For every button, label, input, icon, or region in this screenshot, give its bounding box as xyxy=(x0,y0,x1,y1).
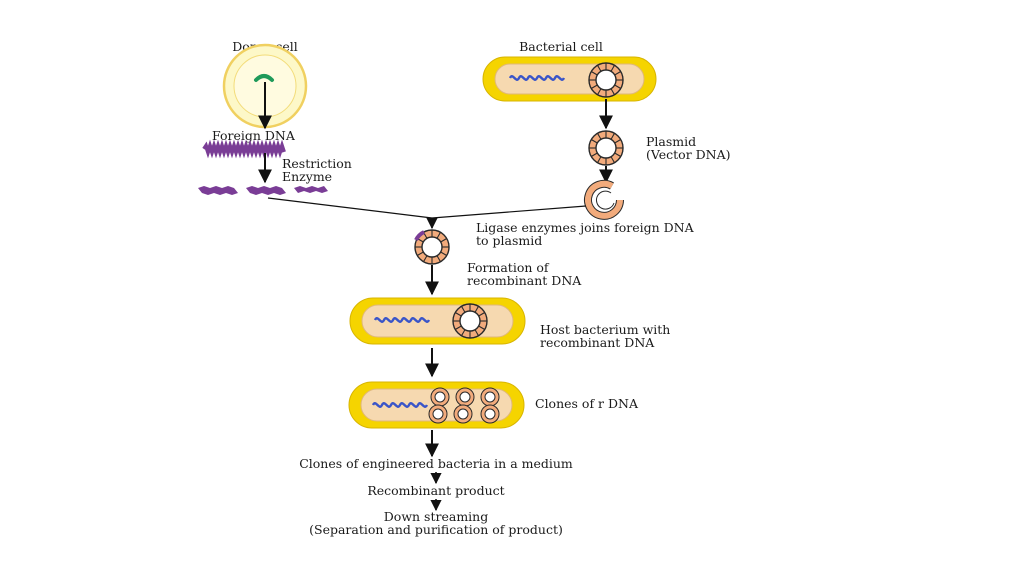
cut-plasmid-icon xyxy=(584,179,624,220)
downstream-label-line2: (Separation and purification of product) xyxy=(309,522,563,537)
downstream-label-line1: Down streaming xyxy=(384,509,488,524)
recombinant-product-label: Recombinant product xyxy=(367,483,504,498)
dna-fragment-2 xyxy=(246,186,286,195)
foreign-dna-strand xyxy=(202,139,286,159)
line-fragments-to-ligase xyxy=(267,197,433,219)
recombinant-plasmid-icon xyxy=(414,229,450,265)
clones-medium-label: Clones of engineered bacteria in a mediu… xyxy=(299,456,573,471)
dna-fragments xyxy=(198,186,328,195)
donor-gene-icon xyxy=(254,74,274,82)
plasmid-label-line2: (Vector DNA) xyxy=(646,147,731,162)
line-plasmid-to-ligase xyxy=(431,205,587,219)
restriction-label-line2: Enzyme xyxy=(282,169,332,184)
dna-fragment-3 xyxy=(294,186,328,193)
bacterial-cell-label: Bacterial cell xyxy=(519,39,603,54)
bacterial-cell xyxy=(482,56,657,102)
host-label-line1: Host bacterium with xyxy=(540,322,670,337)
formation-label-line2: recombinant DNA xyxy=(467,273,582,288)
host-bacterium xyxy=(349,297,526,345)
formation-label-line1: Formation of xyxy=(467,260,550,275)
ligase-label-line1: Ligase enzymes joins foreign DNA xyxy=(476,220,695,235)
clones-bacterium xyxy=(348,381,525,429)
dna-fragment-1 xyxy=(198,186,238,195)
restriction-label-line1: Restriction xyxy=(282,156,352,171)
plasmid-label-line1: Plasmid xyxy=(646,134,696,149)
host-label-line2: recombinant DNA xyxy=(540,335,655,350)
ligase-label-line2: to plasmid xyxy=(476,233,542,248)
plasmid-icon xyxy=(588,130,624,166)
foreign-dna-label: Foreign DNA xyxy=(212,128,296,143)
clones-rdna-label: Clones of r DNA xyxy=(535,396,639,411)
